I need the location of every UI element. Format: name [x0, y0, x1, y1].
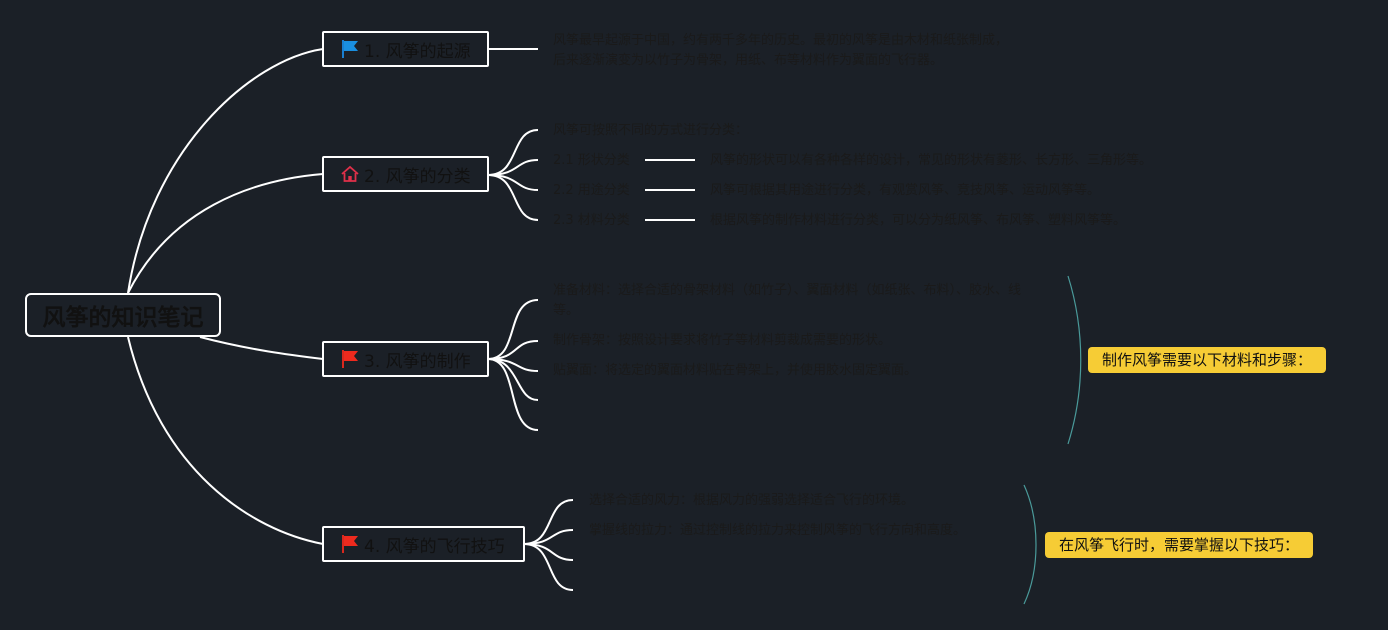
classification-item-desc: 根据风筝的制作材料进行分类，可以分为纸风筝、布风筝、塑料风筝等。	[710, 213, 1127, 228]
topic-flying-label: 4. 风筝的飞行技巧	[364, 536, 505, 557]
classification-intro: 风筝可按照不同的方式进行分类：	[553, 123, 749, 138]
topic-making-label: 3. 风筝的制作	[364, 351, 471, 372]
classification-item-label: 2.3 材料分类	[553, 213, 630, 228]
classification-item-desc: 风筝的形状可以有各种各样的设计，常见的形状有菱形、长方形、三角形等。	[710, 153, 1153, 168]
red-flag-icon	[340, 534, 360, 554]
origin-note-line-1: 风筝最早起源于中国，约有两千多年的历史。最初的风筝是由木材和纸张制成，	[553, 33, 1009, 48]
central-topic[interactable]: 风筝的知识笔记	[25, 293, 221, 337]
making-step: 制作骨架：按照设计要求将竹子等材料剪裁成需要的形状。	[553, 333, 892, 348]
topic-classification-label: 2. 风筝的分类	[364, 166, 471, 187]
topic-classification[interactable]: 2. 风筝的分类	[322, 156, 489, 192]
blue-flag-icon	[340, 39, 360, 59]
central-topic-label: 风筝的知识笔记	[42, 305, 204, 331]
origin-note-line-2: 后来逐渐演变为以竹子为骨架，用纸、布等材料作为翼面的飞行器。	[553, 53, 944, 68]
making-step: 贴翼面：将选定的翼面材料贴在骨架上，并使用胶水固定翼面。	[553, 363, 918, 378]
flying-summary-label[interactable]: 在风筝飞行时，需要掌握以下技巧：	[1045, 532, 1314, 558]
flying-tip: 掌握线的拉力：通过控制线的拉力来控制风筝的飞行方向和高度。	[589, 523, 967, 538]
classification-item-label: 2.1 形状分类	[553, 153, 630, 168]
making-step: 准备材料：选择合适的骨架材料（如竹子）、翼面材料（如纸张、布料）、胶水、线等。	[553, 283, 1022, 318]
classification-item-label: 2.2 用途分类	[553, 183, 630, 198]
topic-making[interactable]: 3. 风筝的制作	[322, 341, 489, 377]
making-summary-label[interactable]: 制作风筝需要以下材料和步骤：	[1088, 347, 1327, 373]
flying-tip: 选择合适的风力：根据风力的强弱选择适合飞行的环境。	[589, 493, 915, 508]
classification-item-desc: 风筝可根据其用途进行分类，有观赏风筝、竞技风筝、运动风筝等。	[710, 183, 1101, 198]
topic-origin-label: 1. 风筝的起源	[364, 41, 471, 62]
red-flag-icon	[340, 349, 360, 369]
home-icon	[340, 164, 360, 184]
topic-origin[interactable]: 1. 风筝的起源	[322, 31, 489, 67]
topic-flying[interactable]: 4. 风筝的飞行技巧	[322, 526, 525, 562]
